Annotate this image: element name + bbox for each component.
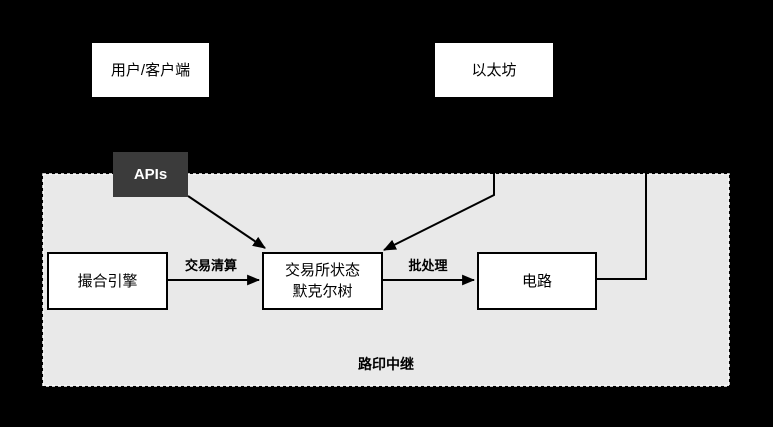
- node-apis-label: APIs: [133, 166, 168, 183]
- node-exchange-state-label: 交易所状态 默克尔树: [284, 262, 360, 300]
- node-matching-engine: 撮合引擎: [47, 252, 168, 310]
- node-user-client: 用户/客户端: [91, 42, 210, 98]
- edge-apis-to-state-arrow: [187, 195, 266, 249]
- node-circuit-label: 电路: [521, 272, 552, 290]
- node-ethereum-label: 以太坊: [471, 61, 517, 79]
- node-user-client-label: 用户/客户端: [110, 61, 191, 79]
- node-ethereum: 以太坊: [434, 42, 554, 98]
- edge-circuit-to-ethereum: [556, 69, 647, 280]
- edge-label-batch: 批处理: [408, 258, 448, 273]
- relay-container-label: 路印中继: [358, 356, 414, 372]
- node-exchange-state-merkle-tree: 交易所状态 默克尔树: [262, 252, 383, 310]
- node-apis: APIs: [113, 152, 188, 197]
- node-circuit: 电路: [477, 252, 597, 310]
- edge-ethereum-to-state-arrow: [383, 96, 495, 251]
- node-matching-engine-label: 撮合引擎: [77, 272, 138, 290]
- edge-label-settlement: 交易清算: [184, 258, 237, 273]
